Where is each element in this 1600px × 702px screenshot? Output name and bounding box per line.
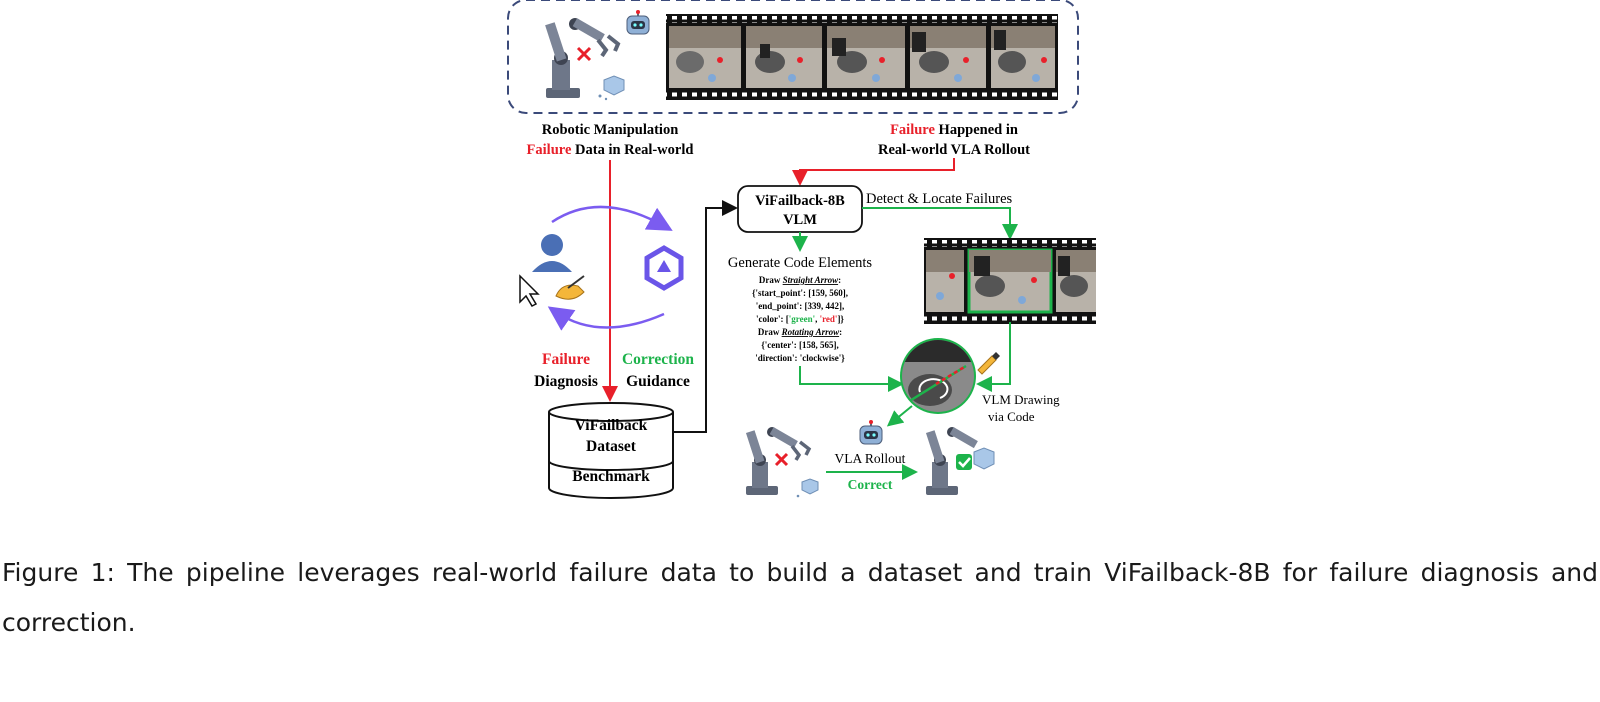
benchmark-label: Benchmark	[572, 468, 650, 485]
falling-cube-icon	[796, 478, 819, 498]
detect-locate-label: Detect & Locate Failures	[866, 191, 1013, 207]
failure-happened-label: Failure Happened in	[890, 122, 1018, 138]
writing-hand-icon	[555, 275, 585, 300]
vlm-drawing-label: VLM Drawing	[982, 392, 1060, 407]
purple-cycle-bottom-arrow	[547, 306, 665, 331]
green-frame-to-drawing-arrow	[976, 322, 1011, 392]
database-icon	[548, 402, 674, 499]
correct-label: Correct	[848, 477, 893, 492]
qwen-logo-icon	[644, 245, 684, 291]
robot-arm-icon	[925, 427, 995, 495]
correction-word: Correction	[622, 351, 694, 368]
failure-data-label: Failure Data in Real-world	[527, 142, 694, 158]
cross-mark-icon	[774, 452, 789, 467]
pipeline-diagram: Robotic Manipulation Failure Data in Rea…	[507, 0, 1096, 499]
vla-rollout-label: Real-world VLA Rollout	[878, 142, 1030, 158]
film-strip-icon	[666, 14, 1058, 100]
code-line-2: {'start_point': [159, 560],	[752, 288, 848, 298]
generate-code-label: Generate Code Elements	[728, 255, 872, 271]
film-strip-icon	[924, 238, 1096, 324]
code-line-3: 'end_point': [339, 442],	[756, 301, 845, 311]
code-line-6: {'center': [158, 565],	[761, 340, 839, 350]
via-code-label: via Code	[988, 409, 1035, 424]
writing-hand-icon	[977, 352, 1000, 375]
robot-face-icon	[626, 10, 650, 35]
green-drawing-to-robot-arrow	[886, 405, 913, 427]
check-mark-icon	[956, 454, 972, 470]
person-icon	[532, 234, 572, 272]
green-code-to-drawing-arrow	[799, 366, 904, 392]
robot-face-icon	[859, 420, 883, 445]
vla-rollout-text: VLA Rollout	[835, 451, 906, 466]
guidance-word: Guidance	[626, 373, 690, 390]
dataset-title: ViFailback	[575, 417, 648, 434]
robotic-manipulation-label: Robotic Manipulation	[542, 122, 679, 138]
figure-caption: Figure 1: The pipeline leverages real-wo…	[2, 558, 1598, 637]
code-block: Draw Straight Arrow: {'start_point': [15…	[752, 275, 848, 363]
purple-cycle-top-arrow	[551, 205, 673, 231]
vlm-subtitle: VLM	[783, 212, 817, 228]
top-dashed-panel	[507, 0, 1079, 114]
cross-mark-icon	[576, 46, 592, 62]
code-line-7: 'direction': 'clockwise'}	[755, 353, 845, 363]
black-dataset-to-vlm-arrow	[673, 200, 738, 433]
green-detect-arrow	[862, 207, 1018, 240]
code-line-5: Draw Rotating Arrow:	[758, 327, 842, 337]
vlm-title: ViFailback-8B	[755, 193, 845, 209]
dataset-subtitle: Dataset	[586, 438, 637, 455]
failure-word: Failure	[542, 351, 590, 368]
robot-arm-icon	[745, 427, 812, 495]
code-line-4: 'color': ['green', 'red']}	[756, 314, 844, 324]
robot-arm-icon	[545, 18, 621, 98]
vlm-drawing-image	[900, 338, 976, 414]
code-line-1: Draw Straight Arrow:	[759, 275, 841, 285]
falling-cube-icon	[598, 75, 625, 101]
red-rollout-arrow	[792, 158, 955, 186]
cursor-icon	[519, 274, 540, 307]
diagnosis-word: Diagnosis	[534, 373, 598, 390]
